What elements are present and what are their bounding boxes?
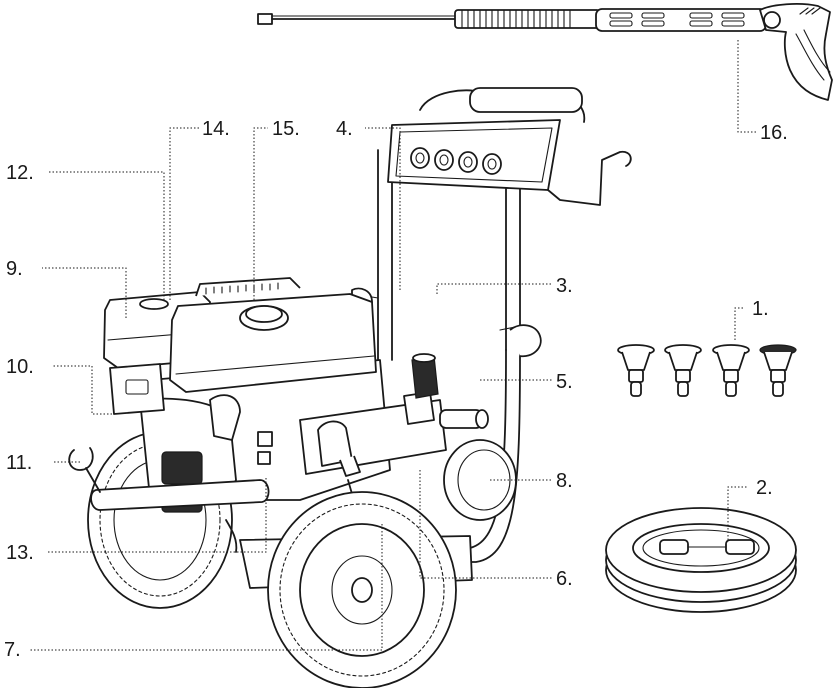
callout-5: 5.	[556, 371, 573, 393]
water-inlet	[443, 439, 517, 521]
frame-handle	[351, 87, 632, 563]
callout-3: 3.	[556, 275, 573, 297]
callout-10: 10.	[6, 356, 34, 378]
high-pressure-hose	[605, 507, 797, 613]
callout-labels: 1. 2. 3. 4. 5. 6. 7. 8. 9. 10. 11. 12. 1…	[4, 118, 788, 661]
callout-13: 13.	[6, 542, 34, 564]
callout-4: 4.	[336, 118, 353, 140]
leader-lines	[30, 40, 756, 651]
callout-8: 8.	[556, 470, 573, 492]
callout-12: 12.	[6, 162, 34, 184]
callout-6: 6.	[556, 568, 573, 590]
front-bumper-bar	[68, 447, 270, 511]
callout-16: 16.	[760, 122, 788, 144]
callout-11: 11.	[6, 452, 32, 474]
spray-nozzles	[617, 344, 797, 397]
callout-1: 1.	[752, 298, 769, 320]
callout-9: 9.	[6, 258, 23, 280]
front-wheel	[267, 491, 457, 688]
callout-14: 14.	[202, 118, 230, 140]
nozzle	[759, 344, 797, 397]
callout-7: 7.	[4, 639, 21, 661]
callout-2: 2.	[756, 477, 773, 499]
nozzle	[617, 344, 655, 397]
spray-gun-wand	[257, 3, 833, 101]
nozzle	[712, 344, 750, 397]
callout-15: 15.	[272, 118, 300, 140]
pump-assembly	[299, 353, 489, 521]
nozzle	[664, 344, 702, 397]
